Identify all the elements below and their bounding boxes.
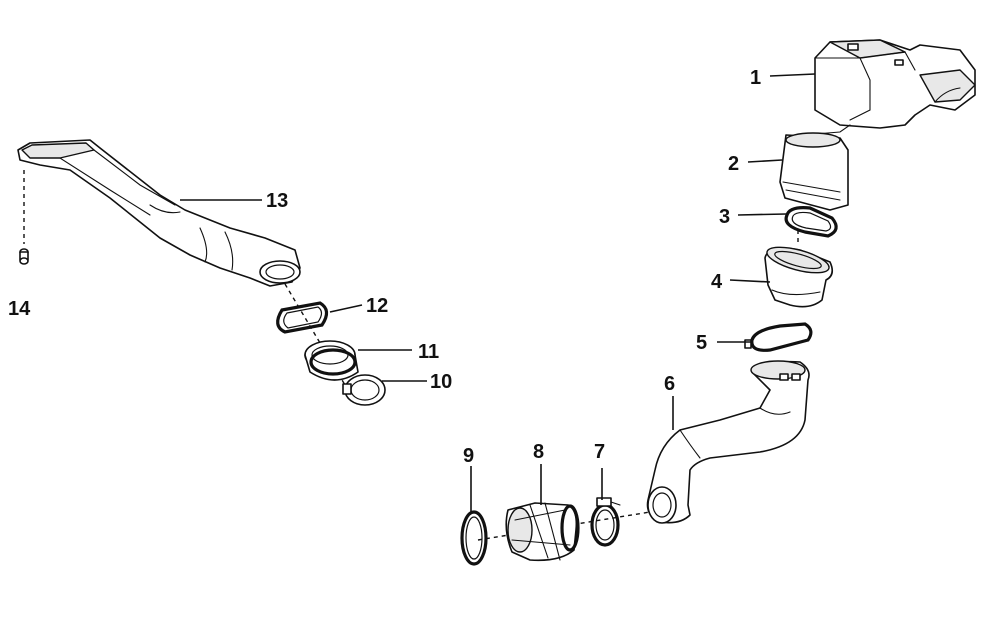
part-4-fitting bbox=[764, 246, 834, 308]
callout-5: 5 bbox=[696, 332, 707, 354]
part-14-fastener bbox=[19, 170, 29, 265]
part-10-clamp bbox=[342, 374, 386, 406]
part-8-coupler bbox=[505, 502, 580, 562]
leader-lines bbox=[180, 73, 816, 512]
callout-4: 4 bbox=[711, 271, 723, 293]
part-6-intake-tube bbox=[646, 360, 810, 524]
callout-12: 12 bbox=[366, 295, 388, 317]
part-9-clamp bbox=[460, 510, 488, 566]
part-7-clamp bbox=[590, 497, 621, 547]
part-1-air-box bbox=[814, 39, 976, 135]
part-2-boot-sleeve bbox=[779, 132, 849, 211]
callout-8: 8 bbox=[533, 441, 544, 463]
bottom-alignment-line bbox=[477, 511, 651, 541]
part-5-gasket bbox=[744, 322, 813, 352]
callout-10: 10 bbox=[430, 371, 452, 393]
callout-13: 13 bbox=[266, 190, 288, 212]
callout-9: 9 bbox=[463, 445, 474, 467]
part-12-gasket bbox=[276, 301, 329, 334]
callout-2: 2 bbox=[728, 153, 739, 175]
part-11-adapter-collar bbox=[304, 340, 359, 381]
callout-1: 1 bbox=[750, 67, 761, 89]
part-13-intake-snorkel bbox=[17, 139, 301, 287]
part-3-gasket bbox=[784, 206, 838, 238]
callout-7: 7 bbox=[594, 441, 605, 463]
callout-11: 11 bbox=[418, 341, 439, 363]
callout-3: 3 bbox=[719, 206, 730, 228]
callout-14: 14 bbox=[8, 298, 31, 320]
callout-6: 6 bbox=[664, 373, 675, 395]
